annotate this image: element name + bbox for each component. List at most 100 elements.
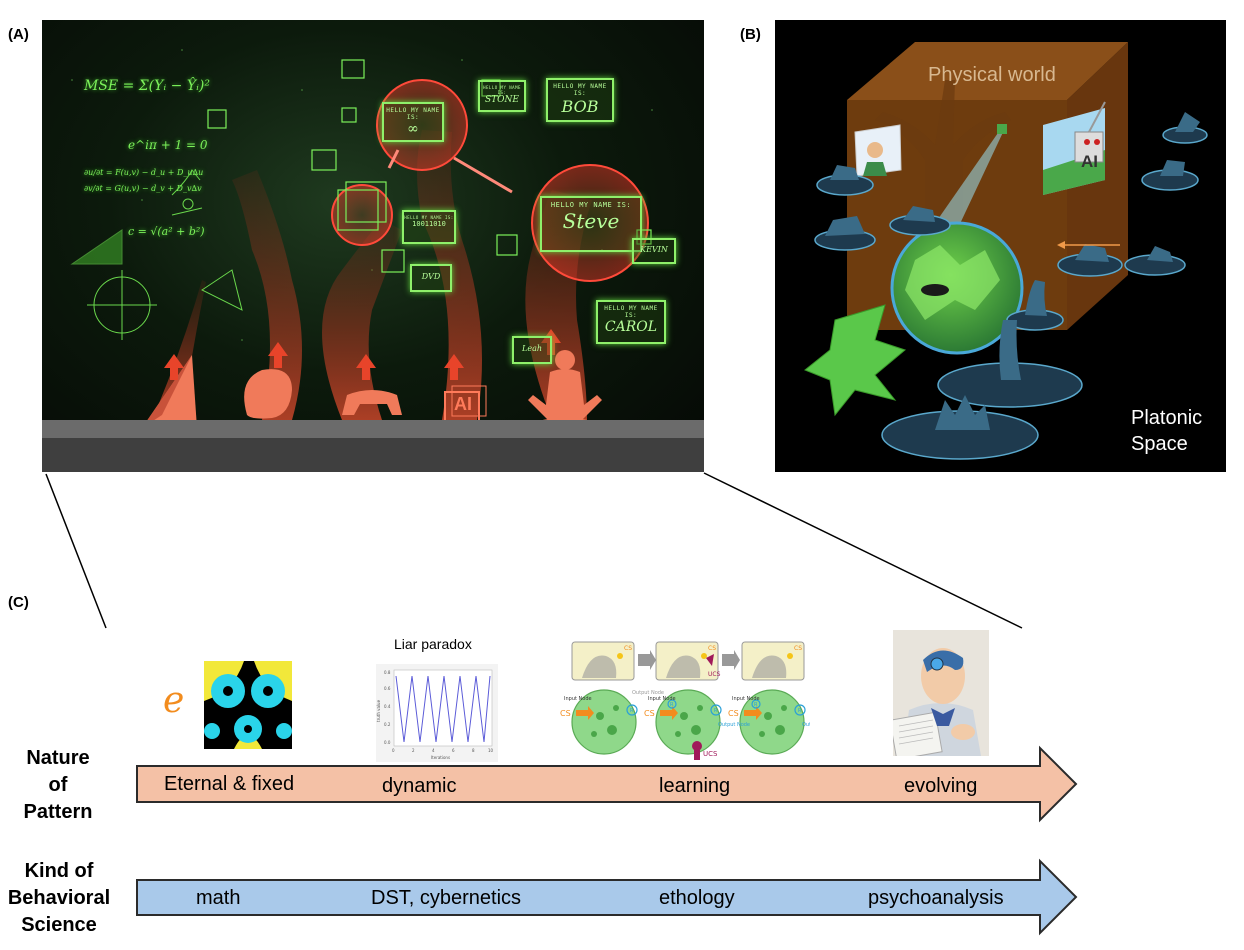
output-node-label: Output Node bbox=[632, 690, 664, 696]
pattern-evolving: evolving bbox=[904, 775, 978, 797]
row-label-line: Science bbox=[21, 914, 97, 936]
euler-identity: e^iπ + 1 = 0 bbox=[128, 138, 208, 152]
liar-x-tick: 6 bbox=[452, 748, 455, 753]
liar-y-label: truth value bbox=[376, 699, 381, 722]
row-label-line: Nature bbox=[26, 747, 90, 769]
liar-x-tick: 0 bbox=[392, 748, 395, 753]
euler-e-symbol: e bbox=[163, 680, 185, 721]
liar-x-tick: 2 bbox=[412, 748, 415, 753]
name-tag-infinity: HELLO MY NAME IS: ∞ bbox=[382, 102, 444, 142]
input-node-label: Input Node bbox=[732, 696, 760, 702]
cs-top-label: CS bbox=[708, 645, 716, 652]
name-tag-hello: HELLO MY NAME IS: bbox=[404, 215, 454, 220]
liar-paradox-title: Liar paradox bbox=[394, 636, 472, 652]
fractal-thumbnail bbox=[204, 661, 292, 749]
name-tag-hello: HELLO MY NAME IS: bbox=[553, 83, 607, 97]
name-tag-name: Leah bbox=[522, 344, 542, 353]
name-tag-hello: HELLO MY NAME IS: bbox=[550, 201, 632, 209]
panel-a-illustration: MSE = Σ(Yᵢ − Ŷᵢ)² e^iπ + 1 = 0 ∂u/∂t = F… bbox=[42, 20, 704, 472]
physical-world-label: Physical world bbox=[928, 64, 1056, 86]
r-label: R bbox=[670, 702, 674, 708]
pattern-eternal-fixed: Eternal & fixed bbox=[164, 773, 295, 795]
name-tag-hello: HELLO MY NAME IS: bbox=[604, 305, 658, 319]
name-tag-name: Steve bbox=[562, 209, 620, 233]
name-tag-name: DVD bbox=[421, 272, 441, 281]
liar-paradox-chart: 0 2 4 6 8 10 Iterations 0.0 0.2 0.4 0.6 … bbox=[376, 664, 498, 762]
liar-y-tick: 0.6 bbox=[384, 686, 391, 691]
row-label-line: of bbox=[48, 774, 68, 796]
liar-x-tick: 8 bbox=[472, 748, 475, 753]
liar-x-tick: 10 bbox=[488, 748, 494, 753]
name-tag-kevin: KEVIN bbox=[632, 238, 676, 264]
row-label-line: Kind of bbox=[24, 860, 94, 882]
name-tag-name: CAROL bbox=[604, 319, 658, 335]
panel-a-label: (A) bbox=[8, 26, 29, 43]
learning-network-diagram: Input Node Input Node Input Node Output … bbox=[560, 641, 810, 760]
cs-label: CS bbox=[644, 709, 655, 718]
cyborg-reader-illustration bbox=[893, 630, 989, 756]
input-node-label: Input Node bbox=[648, 696, 676, 702]
science-ethology: ethology bbox=[659, 887, 735, 909]
science-dst-cybernetics: DST, cybernetics bbox=[371, 887, 522, 909]
pattern-learning: learning bbox=[659, 775, 731, 797]
name-tag-hello: HELLO MY NAME IS: bbox=[483, 85, 521, 95]
liar-x-tick: 4 bbox=[432, 748, 435, 753]
cs-top-label: CS bbox=[794, 645, 802, 652]
cs-label: CS bbox=[560, 709, 571, 718]
panel-b-illustration: Physical world AI Platonic Space bbox=[775, 20, 1226, 472]
ledge-front bbox=[42, 438, 704, 472]
r-label: R bbox=[798, 708, 802, 714]
platonic-line-2: Space bbox=[1131, 433, 1188, 455]
liar-x-label: Iterations bbox=[431, 755, 450, 760]
mse-formula-sum: Σ(Yᵢ − Ŷᵢ)² bbox=[138, 78, 210, 94]
nature-of-pattern-arrow bbox=[136, 745, 1078, 823]
name-tag-hello: HELLO MY NAME IS: bbox=[386, 107, 440, 121]
name-tag-bob: HELLO MY NAME IS: BOB bbox=[546, 78, 614, 122]
science-math: math bbox=[196, 887, 241, 909]
cs-top-label: CS bbox=[624, 645, 632, 652]
ai-box-label: AI bbox=[454, 394, 472, 414]
liar-y-tick: 0.4 bbox=[384, 704, 391, 709]
liar-y-tick: 0.0 bbox=[384, 740, 391, 745]
panel-b-art bbox=[804, 42, 1208, 460]
panel-b-label: (B) bbox=[740, 26, 761, 43]
liar-y-tick: 0.2 bbox=[384, 722, 391, 727]
pattern-dynamic: dynamic bbox=[382, 775, 457, 797]
liar-y-tick: 0.8 bbox=[384, 670, 391, 675]
platonic-line-1: Platonic bbox=[1131, 407, 1203, 429]
nature-of-pattern-label: Nature of Pattern bbox=[14, 745, 102, 826]
cs-label: CS bbox=[728, 709, 739, 718]
reaction-diffusion-v: ∂v/∂t = G(u,v) − d_v + D_v∆v bbox=[84, 184, 202, 193]
platonic-space-label: Platonic Space bbox=[1131, 405, 1202, 457]
name-tag-carol: HELLO MY NAME IS: CAROL bbox=[596, 300, 666, 344]
name-tag-dvd: DVD bbox=[410, 264, 452, 292]
robot-ai-label: AI bbox=[1081, 152, 1098, 171]
name-tag-name: 10011010 bbox=[412, 220, 446, 228]
panel-c-label: (C) bbox=[8, 594, 29, 611]
input-node-label: Input Node bbox=[564, 696, 592, 702]
name-tag-leah: Leah bbox=[512, 336, 552, 364]
name-tag-name: BOB bbox=[561, 97, 599, 116]
name-tag-binary: HELLO MY NAME IS: 10011010 bbox=[402, 210, 456, 244]
row-label-line: Behavioral bbox=[7, 887, 111, 909]
science-psychoanalysis: psychoanalysis bbox=[868, 887, 1004, 909]
row-label-line: Pattern bbox=[23, 801, 93, 823]
name-tag-stone: HELLO MY NAME IS: STONE bbox=[478, 80, 526, 112]
behavioral-science-arrow bbox=[136, 858, 1078, 936]
mse-formula-left: MSE = bbox=[84, 78, 135, 94]
reaction-diffusion-u: ∂u/∂t = F(u,v) − d_u + D_u∆u bbox=[84, 168, 204, 177]
ucs-top-label: UCS bbox=[708, 671, 721, 678]
name-tag-steve: HELLO MY NAME IS: Steve bbox=[540, 196, 642, 252]
name-tag-name: STONE bbox=[485, 95, 519, 105]
r-label: R bbox=[630, 708, 634, 714]
ucs-label: UCS bbox=[703, 750, 718, 758]
output-node-label: Output Node bbox=[718, 722, 750, 728]
output-node-label: Output Node bbox=[802, 722, 810, 728]
ledge-top-surface bbox=[42, 420, 704, 438]
r-label: R bbox=[754, 702, 758, 708]
behavioral-science-label: Kind of Behavioral Science bbox=[0, 858, 118, 939]
name-tag-name: KEVIN bbox=[640, 245, 668, 254]
r-label: R bbox=[714, 708, 718, 714]
pythagoras-formula: c = √(a² + b²) bbox=[128, 225, 205, 238]
